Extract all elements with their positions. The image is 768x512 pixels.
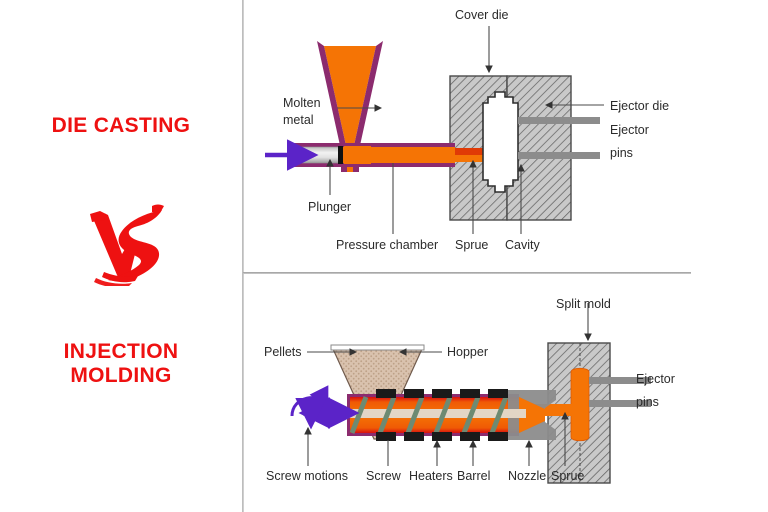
injection-sprue-channel bbox=[520, 404, 574, 412]
label-molten-metal: Molten metal bbox=[283, 95, 321, 129]
injection-molding-figure bbox=[290, 303, 651, 484]
label-cavity: Cavity bbox=[505, 238, 540, 252]
molded-part bbox=[570, 367, 590, 442]
nozzle-housing bbox=[508, 390, 556, 440]
label-sprue-injection: Sprue bbox=[551, 469, 585, 483]
label-cover-die: Cover die bbox=[455, 8, 509, 22]
plunger bbox=[287, 143, 344, 167]
label-sprue-die-casting: Sprue bbox=[455, 238, 489, 252]
label-molten-metal-line2: metal bbox=[283, 112, 314, 127]
screw-flights bbox=[349, 396, 509, 434]
label-barrel: Barrel bbox=[457, 469, 491, 483]
ejector-pins-die-casting bbox=[518, 117, 600, 159]
label-nozzle: Nozzle bbox=[508, 469, 547, 483]
cover-die-block bbox=[449, 75, 508, 221]
screw-shaft bbox=[311, 409, 526, 418]
title-die-casting: DIE CASTING bbox=[51, 114, 191, 137]
label-ejector-pins-im-line1: Ejector bbox=[636, 372, 675, 386]
hopper bbox=[330, 344, 425, 440]
panel-divider-vertical bbox=[242, 0, 244, 512]
label-molten-metal-line1: Molten bbox=[283, 96, 321, 110]
pressure-chamber bbox=[337, 143, 455, 167]
ejector-die-block bbox=[506, 75, 572, 221]
screw-tail bbox=[303, 409, 325, 416]
vs-mark-icon bbox=[86, 202, 170, 288]
panel-divider-horizontal bbox=[243, 272, 691, 274]
heater-bands bbox=[376, 389, 508, 441]
title-injection-line2: MOLDING bbox=[70, 364, 172, 388]
barrel-assembly bbox=[311, 389, 575, 441]
title-injection-line1: INJECTION bbox=[63, 340, 179, 363]
label-screw-motions: Screw motions bbox=[266, 469, 348, 483]
label-ejector-die: Ejector die bbox=[610, 99, 670, 113]
label-ejector-pins-im-line2: pins bbox=[636, 394, 659, 409]
label-heaters: Heaters bbox=[409, 469, 453, 483]
label-split-mold: Split mold bbox=[556, 297, 611, 311]
label-ejector-pins-die-casting: Ejector pins bbox=[610, 122, 649, 162]
label-ejector-pins-dc-line2: pins bbox=[610, 145, 633, 160]
split-mold-block bbox=[547, 342, 611, 484]
nozzle-taper bbox=[519, 397, 545, 433]
rotation-arrow bbox=[290, 385, 329, 417]
label-hopper: Hopper bbox=[447, 345, 488, 359]
label-ejector-pins-injection: Ejector pins bbox=[636, 371, 675, 411]
title-injection-molding: INJECTION MOLDING bbox=[0, 340, 242, 388]
label-plunger: Plunger bbox=[308, 200, 352, 214]
die-cavity bbox=[482, 91, 519, 193]
molten-metal-funnel bbox=[317, 41, 383, 172]
label-pellets: Pellets bbox=[264, 345, 302, 359]
label-pressure-chamber: Pressure chamber bbox=[336, 238, 439, 252]
screw-motion-arrows bbox=[290, 385, 360, 430]
label-screw: Screw bbox=[366, 469, 401, 483]
molten-metal-flow bbox=[376, 148, 505, 162]
label-ejector-pins-dc-line1: Ejector bbox=[610, 123, 649, 137]
hopper-pellet-fill bbox=[332, 348, 423, 440]
